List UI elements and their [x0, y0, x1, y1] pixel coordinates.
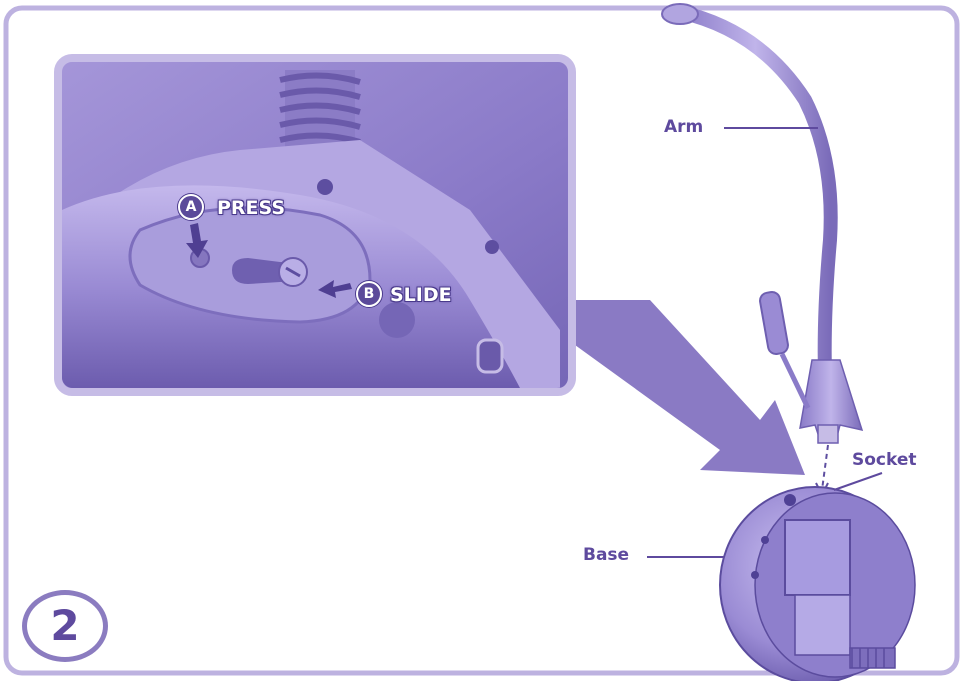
- arm-label: Arm: [664, 117, 703, 137]
- step-a-badge: A: [178, 194, 204, 220]
- base-label: Base: [583, 545, 629, 565]
- base-unit: [720, 487, 915, 681]
- step-number: 2: [22, 590, 108, 662]
- socket-label: Socket: [852, 450, 917, 470]
- press-label: PRESS: [217, 197, 285, 219]
- step-b-badge: B: [356, 281, 382, 307]
- slide-label: SLIDE: [390, 284, 452, 306]
